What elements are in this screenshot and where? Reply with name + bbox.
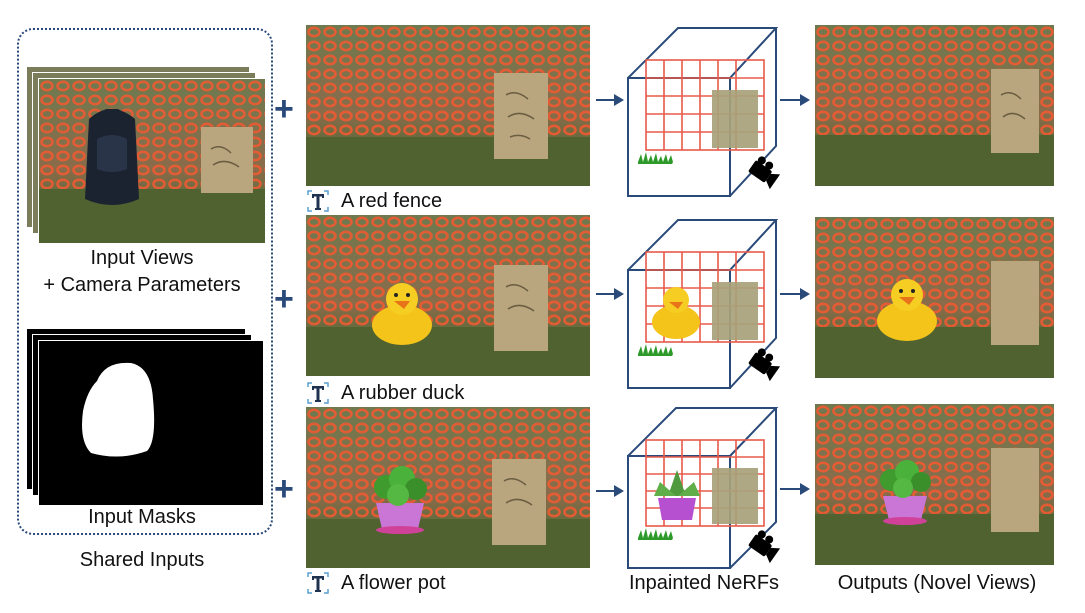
text-prompt-icon [307,190,329,212]
outputs-label: Outputs (Novel Views) [837,572,1037,594]
prompt-text-fence: A red fence [341,190,443,212]
text-prompt-icon [307,382,329,404]
duck-icon [372,283,432,345]
prompt-text-duck: A rubber duck [341,382,465,404]
duck-icon [652,287,700,339]
camera-icon [748,530,781,564]
duck-icon [877,279,937,341]
input-masks-label: Input Masks [88,506,196,528]
prompt-photo-duck [306,215,590,376]
backpack-icon [85,109,139,205]
input-views-stack [22,66,266,244]
arrow-icon [780,483,810,495]
flower-pot-icon [880,460,931,525]
grass-icon [638,152,673,164]
shared-inputs-label: Shared Inputs [79,549,205,571]
nerf-cube-fence [624,22,784,202]
arrow-icon [596,485,624,497]
shared-inputs-panel [17,28,273,535]
prompt-photo-flowerpot [306,407,590,568]
text-prompt-icon [307,572,329,594]
camera-parameters-label: + Camera Parameters [43,274,241,296]
nerf-cube-flowerpot [624,404,784,574]
mask-image [38,340,264,506]
arrow-icon [596,288,624,300]
input-masks-stack [26,328,266,506]
grass-icon [638,528,673,540]
prompt-photo-fence [306,25,590,186]
input-view-photo [38,78,266,244]
flower-pot-icon [654,470,700,520]
inpainted-nerfs-label: Inpainted NeRFs [628,572,780,594]
input-views-label: Input Views [90,247,194,269]
arrow-icon [780,288,810,300]
nerf-cube-duck [624,214,784,394]
flower-pot-icon [374,466,427,534]
plus-icon: + [274,470,294,508]
plus-icon: + [274,90,294,128]
grass-icon [638,344,673,356]
output-view-duck [815,217,1054,378]
output-view-fence [815,25,1054,186]
camera-icon [748,156,781,190]
camera-icon [748,348,781,382]
arrow-icon [596,94,624,106]
output-view-flowerpot [815,404,1054,565]
plus-icon: + [274,280,294,318]
prompt-text-flowerpot: A flower pot [341,572,446,594]
arrow-icon [780,94,810,106]
